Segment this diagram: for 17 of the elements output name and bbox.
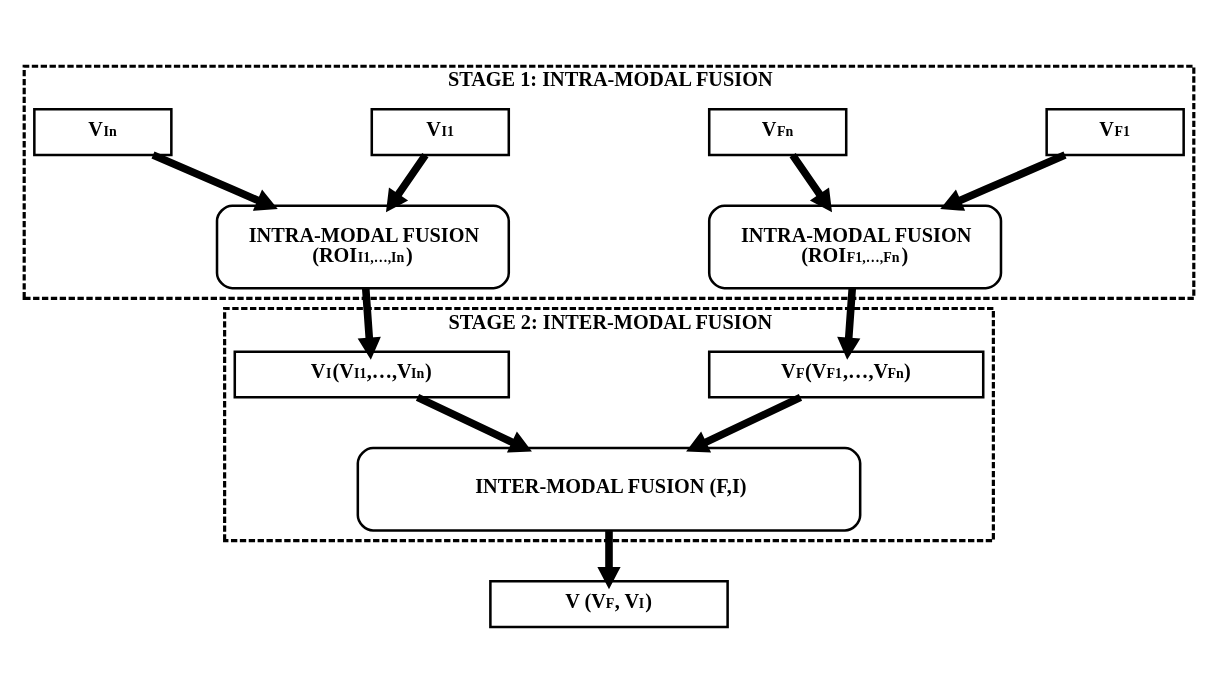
node-box: VF1 bbox=[1045, 107, 1185, 156]
arrow bbox=[385, 152, 429, 212]
node-box: VI(VI1,…,VIn) bbox=[233, 349, 511, 399]
arrow bbox=[789, 152, 833, 212]
node-box: INTRA-MODAL FUSION (ROIF1,…,Fn) bbox=[707, 204, 1003, 289]
node-box: INTER-MODAL FUSION (F,I) bbox=[356, 446, 862, 532]
node-box: INTRA-MODAL FUSION (ROII1,…,In) bbox=[215, 204, 511, 289]
node-box: VF(VF1,…,VFn) bbox=[707, 349, 985, 399]
arrow bbox=[151, 151, 278, 211]
arrow bbox=[415, 393, 532, 453]
arrow bbox=[597, 530, 621, 589]
node-box: V (VF, VI) bbox=[489, 579, 729, 628]
node-box: VFn bbox=[707, 107, 848, 156]
node-box: VIn bbox=[33, 107, 173, 156]
arrow bbox=[686, 393, 803, 453]
node-box: VI1 bbox=[370, 107, 511, 156]
arrow bbox=[940, 151, 1067, 211]
